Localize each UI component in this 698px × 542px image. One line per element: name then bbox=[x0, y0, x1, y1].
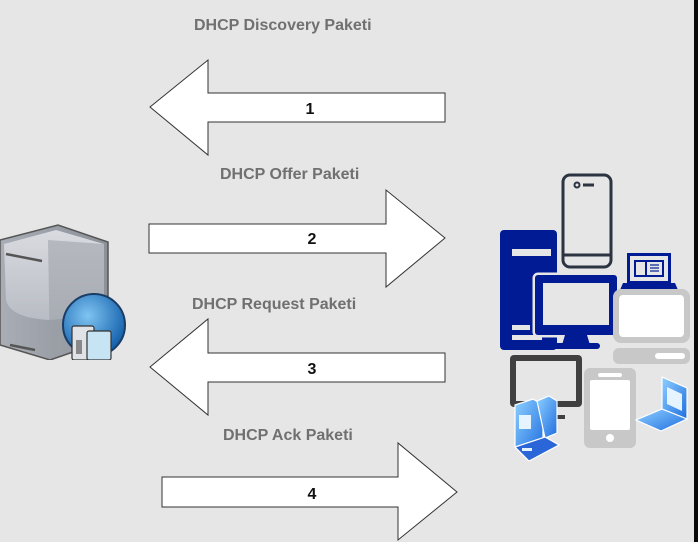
arrow-3: 3 bbox=[149, 317, 446, 417]
arrow-4: 4 bbox=[161, 441, 458, 542]
message-label-1: DHCP Discovery Paketi bbox=[194, 17, 372, 34]
laptop-icon bbox=[620, 253, 678, 290]
window-edge bbox=[694, 0, 698, 542]
arrow-number-2: 2 bbox=[308, 231, 317, 248]
arrow-1: 1 bbox=[149, 58, 446, 157]
printer-icon bbox=[613, 289, 690, 364]
monitor-icon bbox=[532, 272, 620, 349]
arrow-number-1: 1 bbox=[306, 101, 315, 118]
message-label-3: DHCP Request Paketi bbox=[192, 296, 357, 313]
laptop-3d-icon bbox=[634, 376, 689, 432]
arrow-number-4: 4 bbox=[308, 486, 317, 503]
server-icon bbox=[0, 224, 126, 360]
message-label-4: DHCP Ack Paketi bbox=[223, 427, 353, 444]
smartphone-icon bbox=[561, 173, 613, 269]
arrow-number-3: 3 bbox=[308, 361, 317, 378]
tablet-icon bbox=[584, 368, 636, 448]
message-label-2: DHCP Offer Paketi bbox=[220, 166, 360, 183]
arrow-2: 2 bbox=[148, 188, 446, 289]
network-device-icon bbox=[513, 395, 561, 462]
client-devices-icon bbox=[500, 173, 690, 462]
